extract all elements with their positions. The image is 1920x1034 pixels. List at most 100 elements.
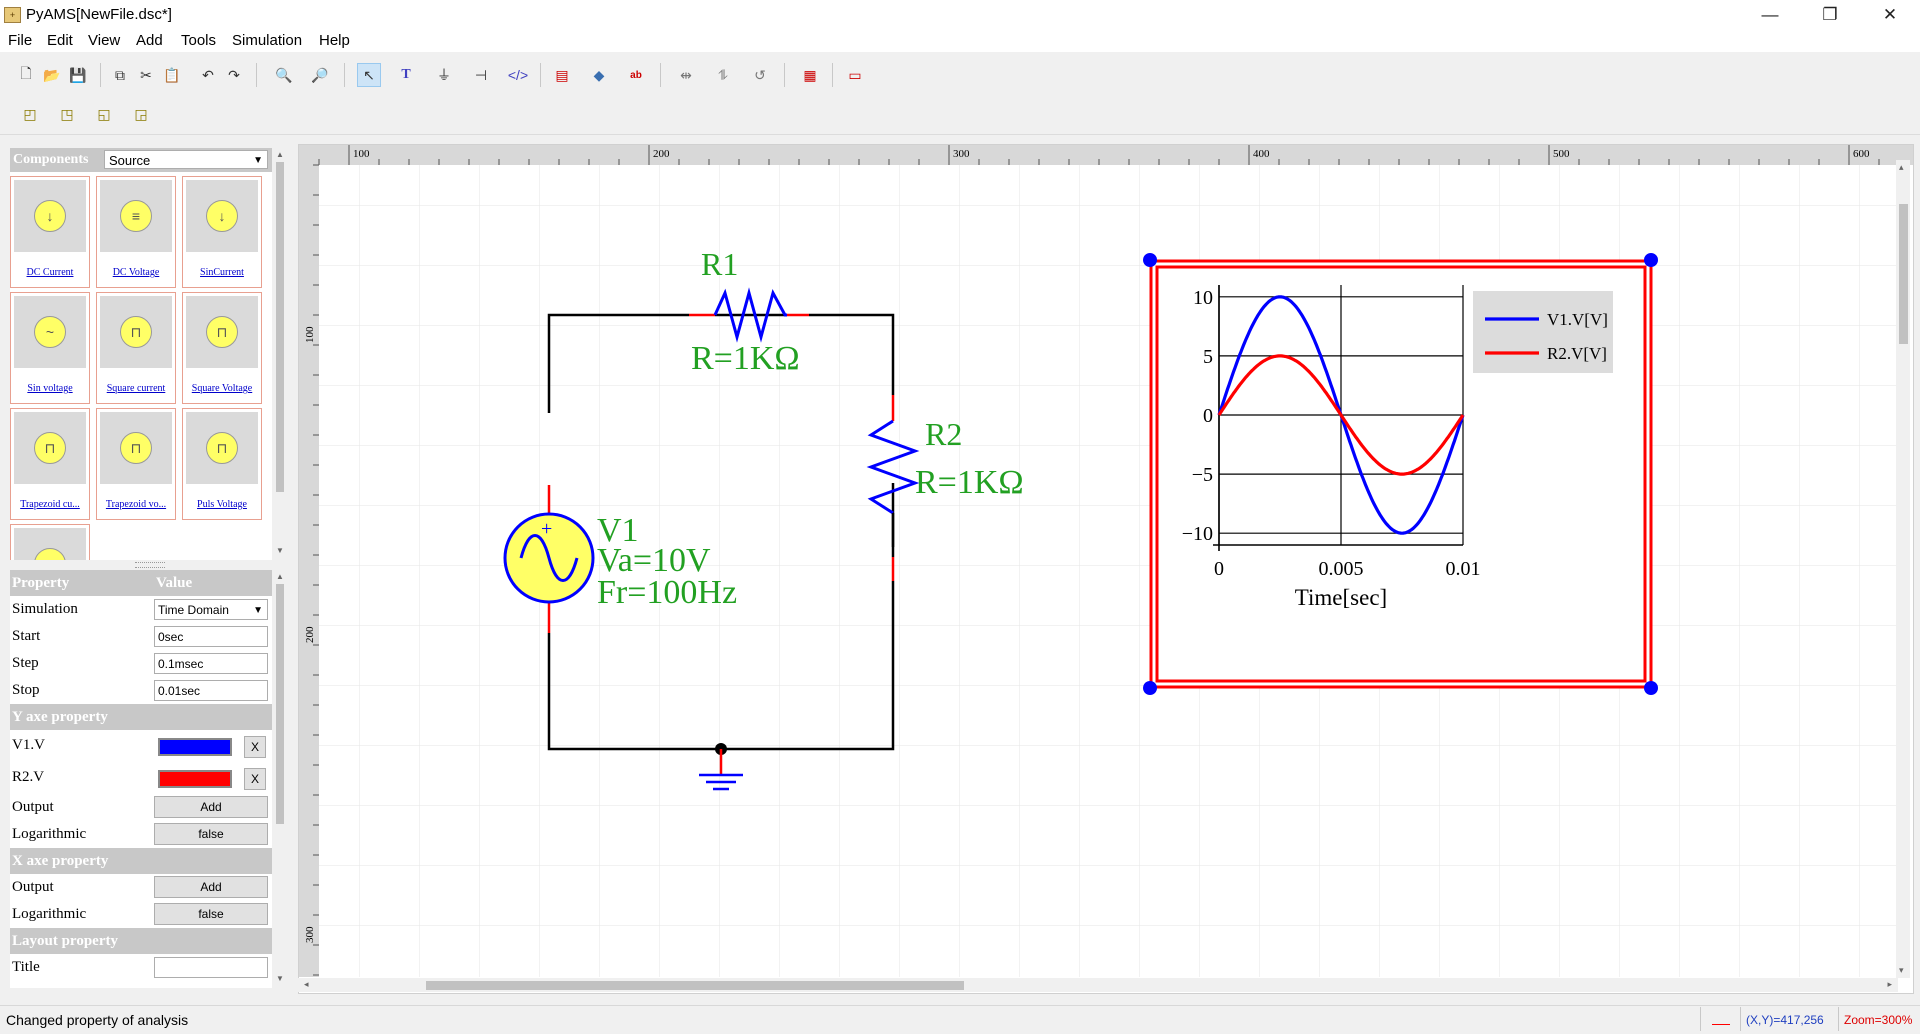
cut-icon[interactable]: ✂ — [140, 66, 152, 83]
voltage-source-v1[interactable]: + — [503, 485, 595, 633]
y-output-row: Output Add — [10, 794, 272, 821]
start-label: Start — [12, 628, 41, 644]
vertical-scrollbar[interactable]: ▴ ▾ — [1896, 160, 1910, 978]
flip-vertical-icon[interactable]: ⥮ — [717, 66, 729, 83]
horizontal-scrollbar[interactable]: ◂ ▸ — [298, 978, 1898, 992]
component-tile[interactable]: ⊓Trapezoid cu... — [10, 408, 90, 520]
save-icon[interactable]: 💾 — [69, 66, 87, 83]
component-tile[interactable]: ⊓Puls Voltage — [182, 408, 262, 520]
code-tool-icon[interactable]: </> — [507, 67, 529, 83]
restore-button[interactable]: ❐ — [1822, 5, 1838, 24]
redo-icon[interactable]: ↷ — [228, 66, 240, 83]
r2-value-label: R=1KΩ — [915, 464, 1024, 501]
x-tick-label: 0 — [1214, 558, 1224, 580]
component-label[interactable]: DC Voltage — [112, 267, 160, 278]
component-label[interactable]: Square current — [106, 383, 166, 394]
component-label[interactable]: Square Voltage — [191, 383, 253, 394]
component-label[interactable]: Sin voltage — [27, 383, 73, 394]
component-tile[interactable]: ⊓Square current — [96, 292, 176, 404]
menu-view[interactable]: View — [88, 32, 121, 49]
component-tile[interactable]: ↓DC Current — [10, 176, 90, 288]
title-input[interactable] — [154, 957, 268, 978]
menu-help[interactable]: Help — [319, 32, 350, 49]
flip-horizontal-icon[interactable]: ⇹ — [680, 66, 692, 83]
close-plot-icon[interactable]: ▭ — [848, 66, 862, 83]
component-label[interactable]: Trapezoid vo... — [105, 499, 167, 510]
remove-series-button[interactable]: X — [244, 768, 266, 790]
y-tick-label: 5 — [1203, 346, 1213, 368]
scroll-left-icon: ◂ — [304, 979, 309, 989]
series-line — [1217, 354, 1465, 476]
ruler-label: 100 — [353, 148, 370, 160]
undo-icon[interactable]: ↶ — [202, 66, 214, 83]
remove-series-button[interactable]: X — [244, 736, 266, 758]
plot-icon[interactable]: ▦ — [803, 66, 817, 83]
stop-input[interactable]: 0.01sec — [154, 680, 268, 701]
title-bar — [0, 0, 1920, 30]
series-color-swatch[interactable] — [158, 770, 232, 788]
y-tick-label: −5 — [1192, 464, 1213, 486]
send-backward-icon[interactable]: ◲ — [134, 105, 148, 122]
menu-edit[interactable]: Edit — [47, 32, 73, 49]
schematic-canvas[interactable]: 100 200 300 400 500 600 100 200 300 R1 R… — [298, 144, 1914, 994]
minimize-button[interactable]: — — [1761, 5, 1779, 24]
paste-icon[interactable]: 📋 — [163, 66, 181, 83]
rotate-icon[interactable]: ↺ — [754, 66, 766, 83]
chevron-down-icon: ▼ — [253, 605, 263, 616]
simulation-label: Simulation — [12, 601, 78, 617]
series-color-swatch[interactable] — [158, 738, 232, 756]
resistor-r2[interactable] — [866, 395, 920, 581]
component-tile[interactable]: ⊓Square Voltage — [182, 292, 262, 404]
menu-tools[interactable]: Tools — [181, 32, 217, 49]
component-tile[interactable]: ⊓ Trapezoid vo... — [96, 408, 176, 520]
y-log-toggle[interactable]: false — [154, 823, 268, 845]
zoom-out-icon[interactable]: 🔎 — [311, 66, 329, 83]
component-tile[interactable] — [10, 524, 90, 560]
component-category-select[interactable]: Source ▼ — [104, 150, 268, 169]
resistor-r1[interactable] — [689, 287, 809, 343]
step-input[interactable]: 0.1msec — [154, 653, 268, 674]
y-add-output-button[interactable]: Add — [154, 796, 268, 818]
component-category-value: Source — [109, 153, 151, 168]
component-preview: ⊓ — [100, 412, 172, 484]
x-add-output-button[interactable]: Add — [154, 876, 268, 898]
menu-add[interactable]: Add — [136, 32, 163, 49]
ruler-label: 300 — [304, 926, 316, 943]
bring-front-icon[interactable]: ◰ — [23, 105, 37, 122]
new-file-icon[interactable]: 🗋 — [20, 65, 32, 81]
components-scrollbar[interactable]: ▲ ▼ — [274, 148, 286, 560]
component-label[interactable]: SinCurrent — [200, 267, 244, 278]
bring-forward-icon[interactable]: ◱ — [97, 105, 111, 122]
menu-file[interactable]: File — [8, 32, 33, 49]
copy-icon[interactable]: ⧉ — [115, 66, 125, 83]
ground-tool-icon[interactable]: ⏚ — [437, 67, 451, 83]
main-toolbar — [0, 54, 1920, 94]
select-pointer-icon[interactable]: ↖ — [357, 63, 381, 87]
menu-simulation[interactable]: Simulation — [232, 32, 303, 49]
x-log-toggle[interactable]: false — [154, 903, 268, 925]
component-label[interactable]: DC Current — [26, 267, 74, 278]
simulation-type-select[interactable]: Time Domain ▼ — [154, 599, 268, 620]
plus-sign-icon: + — [541, 518, 552, 540]
abc-icon[interactable]: ab — [630, 69, 642, 81]
properties-scrollbar[interactable]: ▲ ▼ — [274, 570, 286, 988]
component-tile[interactable]: ~Sin voltage — [10, 292, 90, 404]
send-back-icon[interactable]: ◳ — [60, 105, 74, 122]
v1-frequency-label: Fr=100Hz — [597, 574, 737, 611]
text-tool-icon[interactable]: T — [401, 67, 411, 82]
ground-symbol[interactable] — [699, 743, 743, 791]
resize-handle — [1644, 681, 1658, 695]
splitter-handle[interactable] — [135, 562, 165, 568]
component-tile[interactable]: ≡DC Voltage — [96, 176, 176, 288]
component-label[interactable]: Trapezoid cu... — [20, 499, 80, 510]
python-icon[interactable]: ◆ — [593, 66, 605, 83]
probe-tool-icon[interactable]: ⊣ — [474, 66, 488, 83]
start-input[interactable]: 0sec — [154, 626, 268, 647]
close-button[interactable]: ✕ — [1882, 5, 1898, 24]
open-folder-icon[interactable]: 📂 — [43, 66, 61, 83]
analysis-icon[interactable]: ▤ — [555, 66, 569, 83]
zoom-in-icon[interactable]: 🔍 — [275, 66, 293, 83]
component-label[interactable]: Puls Voltage — [197, 499, 247, 510]
component-tile[interactable]: ↓SinCurrent — [182, 176, 262, 288]
